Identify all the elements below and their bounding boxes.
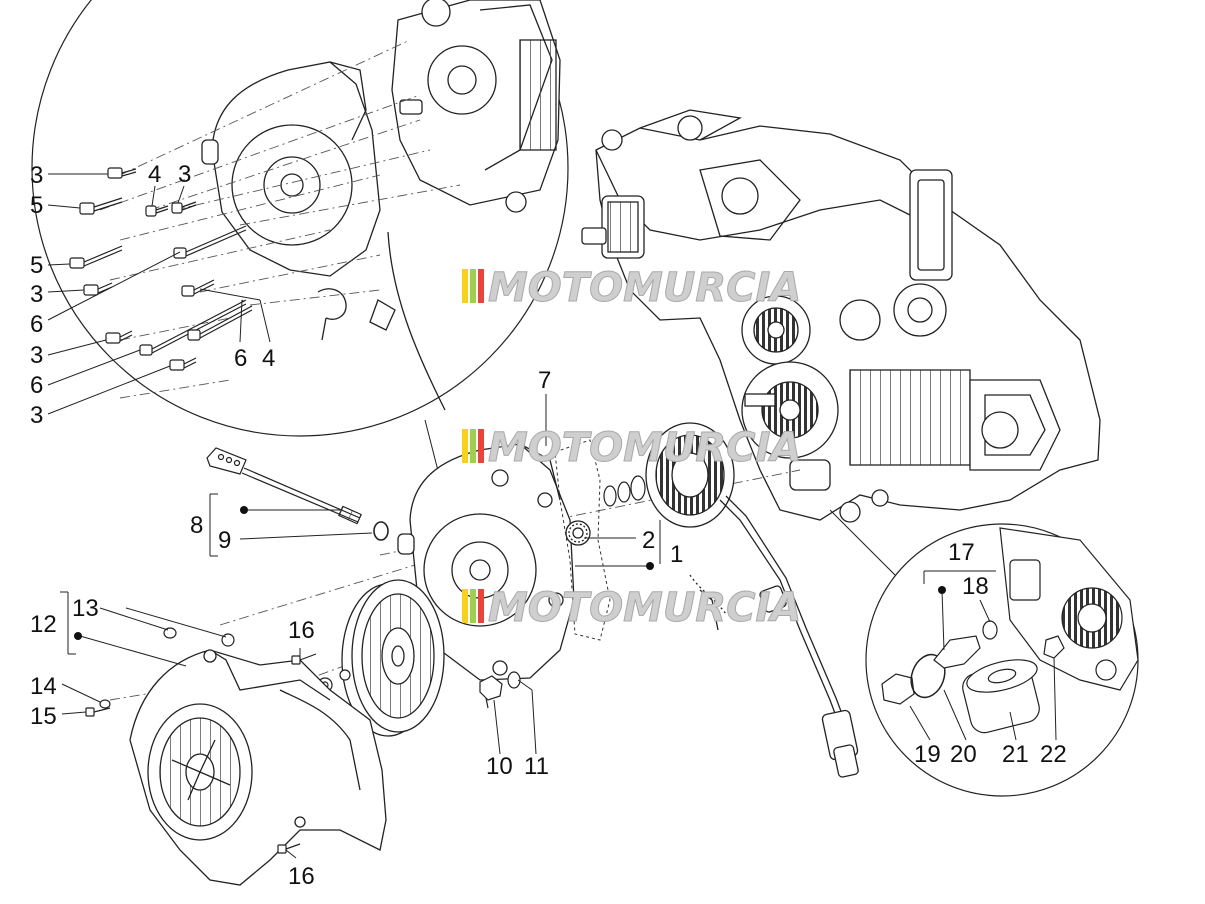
callout-16: 16 xyxy=(288,863,315,890)
bolt-set xyxy=(69,167,253,371)
svg-text:MOTOMURCIA: MOTOMURCIA xyxy=(488,265,801,311)
callout-14: 14 xyxy=(30,673,57,700)
callout-1: 1 xyxy=(670,541,683,568)
callout-10: 10 xyxy=(486,753,513,780)
engine-assembly xyxy=(581,109,1101,523)
callout-3: 3 xyxy=(30,162,43,189)
callout-4: 4 xyxy=(148,161,161,188)
callout-15: 15 xyxy=(30,703,57,730)
callout-5: 5 xyxy=(30,252,43,279)
callout-6: 6 xyxy=(234,345,247,372)
watermark-logo-2: MOTOMURCIA xyxy=(462,425,802,472)
watermark-logo-1: MOTOMURCIA xyxy=(462,265,802,312)
bearing-set xyxy=(603,475,646,507)
oring-9 xyxy=(373,521,389,541)
callout-12: 12 xyxy=(30,611,57,638)
callout-21: 21 xyxy=(1002,741,1029,768)
cooling-fan xyxy=(341,579,445,737)
callout-3: 3 xyxy=(30,281,43,308)
callout-16: 16 xyxy=(288,617,315,644)
svg-text:MOTOMURCIA: MOTOMURCIA xyxy=(488,425,801,471)
callout-19: 19 xyxy=(914,741,941,768)
callout-5: 5 xyxy=(30,192,43,219)
callout-4: 4 xyxy=(262,345,275,372)
cover-detail-drawing xyxy=(201,0,561,411)
callout-labels: 3 5 4 3 5 3 6 3 6 3 6 4 7 8 9 2 1 12 13 … xyxy=(30,161,1067,890)
watermark-logo-3: MOTOMURCIA xyxy=(462,585,802,632)
callout-8: 8 xyxy=(190,512,203,539)
callout-9: 9 xyxy=(218,527,231,554)
oil-seal xyxy=(565,520,591,546)
callout-22: 22 xyxy=(1040,741,1067,768)
callout-20: 20 xyxy=(950,741,977,768)
detail-circle-oil-filter xyxy=(865,523,1139,797)
dipstick xyxy=(206,447,362,525)
callout-18: 18 xyxy=(962,573,989,600)
callout-3: 3 xyxy=(178,161,191,188)
callout-2: 2 xyxy=(642,527,655,554)
svg-text:MOTOMURCIA: MOTOMURCIA xyxy=(488,585,801,631)
callout-6: 6 xyxy=(30,311,43,338)
callout-11: 11 xyxy=(524,753,549,780)
detail-circle-cover-bolts xyxy=(31,0,569,499)
callout-7: 7 xyxy=(538,367,551,394)
callout-17: 17 xyxy=(948,539,975,566)
stator xyxy=(645,422,859,778)
callout-13: 13 xyxy=(72,595,99,622)
callout-3: 3 xyxy=(30,402,43,429)
fan-shroud xyxy=(129,649,387,886)
sensor-10 xyxy=(479,671,521,709)
callout-3: 3 xyxy=(30,342,43,369)
flywheel-cover xyxy=(397,443,575,681)
callout-6: 6 xyxy=(30,372,43,399)
